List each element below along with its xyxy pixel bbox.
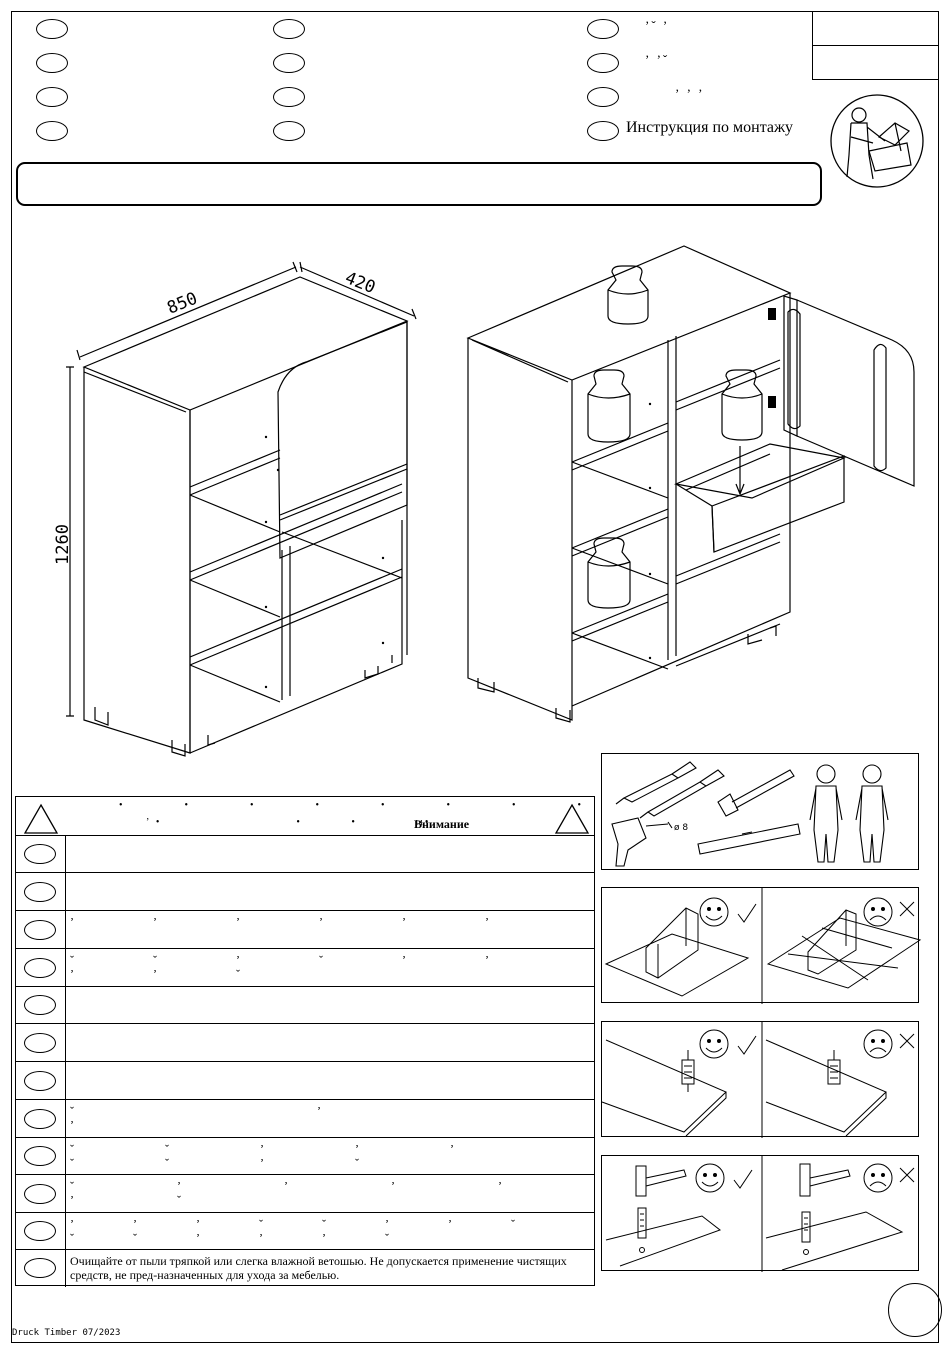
language-oval bbox=[24, 1184, 56, 1204]
warning-triangle-icon bbox=[23, 803, 59, 834]
language-oval bbox=[24, 1033, 56, 1053]
dowel-instruction-icon bbox=[601, 1022, 915, 1138]
language-oval bbox=[587, 87, 619, 107]
care-instruction-text: Очищайте от пыли тряпкой или слегка влаж… bbox=[70, 1254, 567, 1282]
warning-row: ˇ ʼ ʼ ʼ ʼ ʼ ˇ bbox=[16, 1174, 594, 1213]
title-russian: Инструкция по монтажу bbox=[626, 119, 794, 136]
warning-row: ʼ ʼ ʼ ʼ ʼ ʼ bbox=[16, 910, 594, 949]
warning-row: ʼ ʼ ʼ ˇ ˇ ʼ ʼ ˇ ˇ ˇ ʼ ʼ ʼ ˇ bbox=[16, 1212, 594, 1250]
language-oval bbox=[36, 53, 68, 73]
article-number-box bbox=[812, 12, 938, 80]
language-oval bbox=[587, 53, 619, 73]
language-oval bbox=[24, 1258, 56, 1278]
page-frame bbox=[11, 11, 939, 1343]
language-oval bbox=[273, 121, 305, 141]
language-oval bbox=[273, 87, 305, 107]
title-bar bbox=[16, 162, 822, 206]
header-marks: ʼ • • • ıı• bbox=[146, 817, 431, 828]
hammer-instruction-icon bbox=[605, 1156, 915, 1272]
warning-row: ˇ ˇ ʼ ˇ ʼ ʼ ʼ ʼ ˇ bbox=[16, 948, 594, 987]
tools-icon: ø 8 bbox=[611, 761, 889, 867]
read-manual-icon bbox=[830, 94, 924, 188]
load-drawing bbox=[466, 245, 915, 723]
language-oval bbox=[24, 958, 56, 978]
warning-row bbox=[16, 835, 594, 873]
language-oval bbox=[24, 995, 56, 1015]
print-info: Druck Timber 07/2023 bbox=[12, 1328, 121, 1338]
language-oval bbox=[24, 1109, 56, 1129]
warning-row: ˇ ʼ ʼ bbox=[16, 1099, 594, 1138]
dim-height-label: 1260 bbox=[53, 524, 73, 565]
warning-heading: Внимание bbox=[414, 817, 470, 831]
language-oval bbox=[24, 844, 56, 864]
warning-row bbox=[16, 1023, 594, 1062]
language-oval bbox=[36, 19, 68, 39]
warning-triangle-icon bbox=[554, 803, 590, 834]
warning-row bbox=[16, 872, 594, 911]
warning-row bbox=[16, 986, 594, 1024]
language-oval bbox=[36, 87, 68, 107]
language-oval bbox=[36, 121, 68, 141]
surface-panel bbox=[601, 887, 922, 1004]
language-oval bbox=[587, 19, 619, 39]
hammer-panel bbox=[601, 1155, 919, 1272]
language-oval bbox=[273, 53, 305, 73]
warnings-table: •••••••• ʼ • • • ıı• Внимание ʼ ʼ ʼ ʼ ʼ … bbox=[15, 796, 595, 1287]
dowel-panel bbox=[601, 1021, 919, 1138]
language-oval bbox=[273, 19, 305, 39]
title-marks: ʼ ʼ ʼ bbox=[675, 86, 705, 101]
language-oval bbox=[24, 1146, 56, 1166]
language-oval bbox=[24, 882, 56, 902]
language-oval bbox=[587, 121, 619, 141]
language-oval bbox=[24, 1071, 56, 1091]
warning-row: ˇ ˇ ʼ ʼ ʼ ˇ ˇ ʼ ˇ bbox=[16, 1137, 594, 1175]
header-marks: •••••••• bbox=[119, 800, 644, 811]
language-oval bbox=[24, 920, 56, 940]
language-oval bbox=[24, 1221, 56, 1241]
surface-instruction-icon bbox=[604, 888, 922, 1004]
dimension-drawing: 850 420 1260 bbox=[53, 261, 417, 757]
svg-text:ø 8: ø 8 bbox=[674, 823, 688, 833]
title-marks: ʼˇ ʼ bbox=[645, 18, 670, 33]
warning-row: Очищайте от пыли тряпкой или слегка влаж… bbox=[16, 1249, 594, 1287]
tools-panel: ø 8 bbox=[601, 753, 919, 870]
warning-row bbox=[16, 1061, 594, 1100]
page-number-circle bbox=[888, 1283, 942, 1337]
title-marks: ʼ ʼˇ bbox=[645, 52, 670, 67]
